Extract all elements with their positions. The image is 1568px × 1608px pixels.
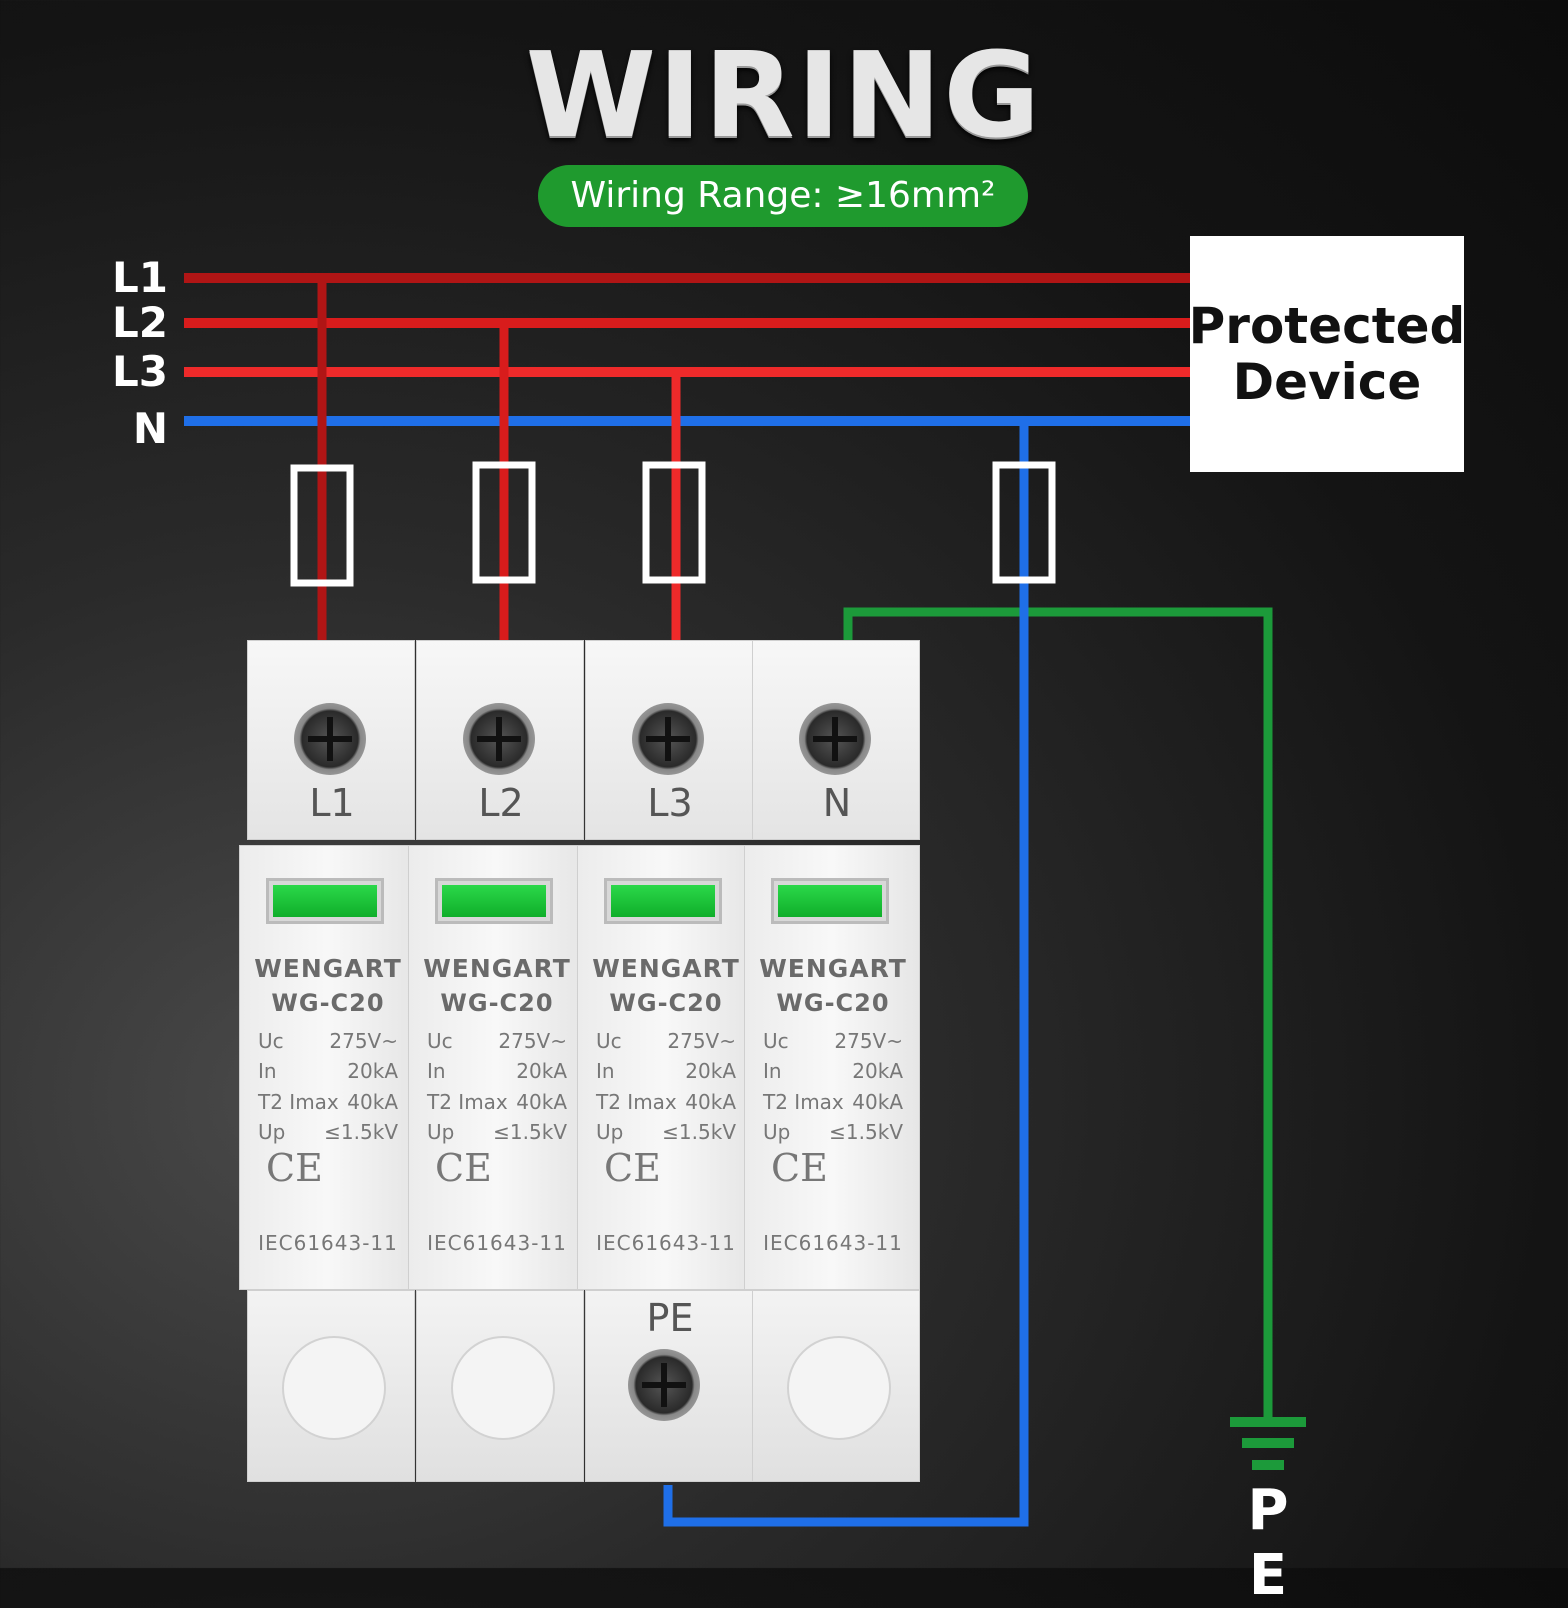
status-indicator xyxy=(771,878,889,924)
model-number: WG-C20 xyxy=(776,989,890,1017)
terminal-cover xyxy=(787,1336,891,1440)
terminal-cover xyxy=(451,1336,555,1440)
standard-label: IEC61643-11 xyxy=(258,1231,398,1255)
wiring-range-badge: Wiring Range: ≥16mm² xyxy=(538,165,1028,227)
protected-device-box: Protected Device xyxy=(1188,236,1466,472)
label-l2: L2 xyxy=(112,298,168,347)
terminal-screw-icon[interactable] xyxy=(463,703,535,775)
protected-device-label: Protected Device xyxy=(1188,297,1466,411)
n-to-pe-wire xyxy=(663,425,1029,1527)
standard-label: IEC61643-11 xyxy=(427,1231,567,1255)
status-indicator xyxy=(435,878,553,924)
fuse-l2 xyxy=(472,461,536,584)
label-l3: L3 xyxy=(112,347,168,396)
ce-mark: CE xyxy=(435,1146,492,1190)
page-title: WIRING xyxy=(525,26,1043,164)
module-top: L3 xyxy=(585,640,753,840)
terminal-cover xyxy=(282,1336,386,1440)
terminal-label: N xyxy=(822,781,852,825)
model-number: WG-C20 xyxy=(271,989,385,1017)
model-number: WG-C20 xyxy=(440,989,554,1017)
terminal-label: L1 xyxy=(309,781,355,825)
fuse-l3 xyxy=(642,461,706,584)
pe-wire xyxy=(843,607,1273,1420)
terminal-screw-icon[interactable] xyxy=(799,703,871,775)
pe-terminal-label: PE xyxy=(646,1296,694,1340)
status-indicator xyxy=(604,878,722,924)
brand-name: WENGART xyxy=(592,954,740,983)
terminal-label: L2 xyxy=(478,781,524,825)
label-l1: L1 xyxy=(112,253,168,302)
module-top: L2 xyxy=(416,640,584,840)
ce-mark: CE xyxy=(604,1146,661,1190)
brand-name: WENGART xyxy=(254,954,402,983)
module-bottom xyxy=(752,1290,920,1482)
module-bottom xyxy=(247,1290,415,1482)
label-n: N xyxy=(132,404,168,453)
ce-mark: CE xyxy=(771,1146,828,1190)
ground-label: P E xyxy=(1247,1478,1293,1608)
pe-terminal-screw-icon[interactable] xyxy=(628,1349,700,1421)
terminal-label: L3 xyxy=(647,781,693,825)
status-indicator xyxy=(266,878,384,924)
module-bottom xyxy=(416,1290,584,1482)
ground-symbol-icon xyxy=(1230,1417,1306,1470)
standard-label: IEC61643-11 xyxy=(596,1231,736,1255)
fuse-n xyxy=(992,461,1056,584)
brand-name: WENGART xyxy=(759,954,907,983)
standard-label: IEC61643-11 xyxy=(763,1231,903,1255)
wiring-diagram xyxy=(184,273,1306,1527)
module-top: N xyxy=(752,640,920,840)
fuse-l1 xyxy=(290,464,354,587)
module-top: L1 xyxy=(247,640,415,840)
ce-mark: CE xyxy=(266,1146,323,1190)
terminal-screw-icon[interactable] xyxy=(632,703,704,775)
terminal-screw-icon[interactable] xyxy=(294,703,366,775)
model-number: WG-C20 xyxy=(609,989,723,1017)
module-bottom: PE xyxy=(585,1290,753,1482)
brand-name: WENGART xyxy=(423,954,571,983)
